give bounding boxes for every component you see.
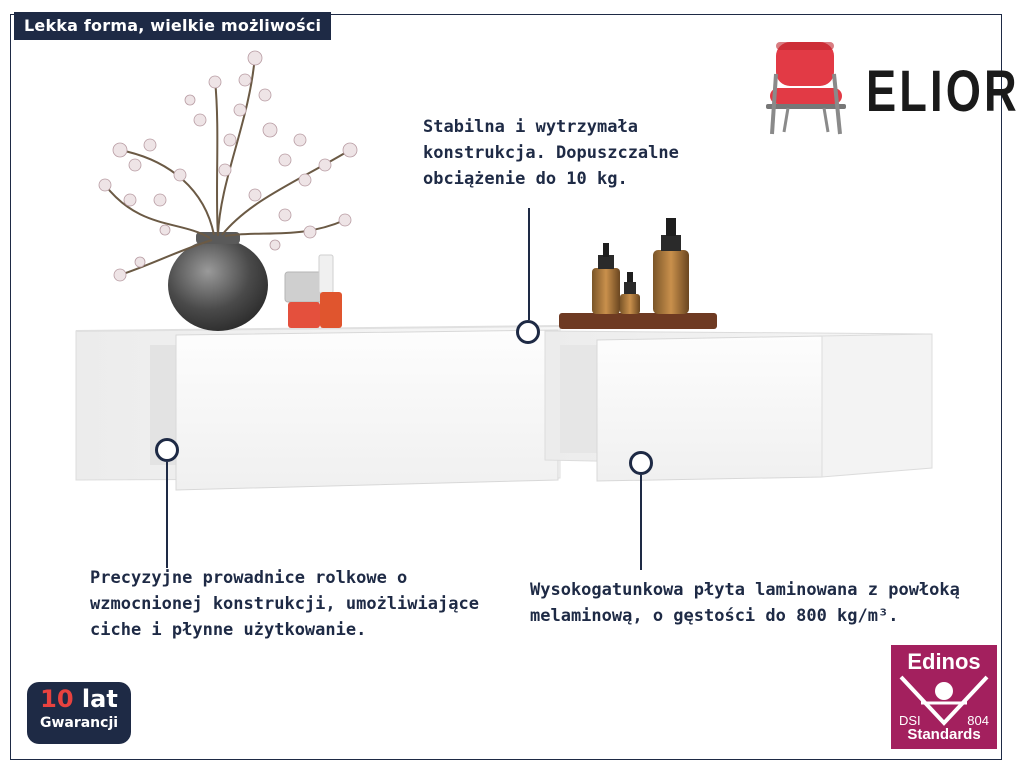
feature-rails-text: Precyzyjne prowadnice rolkowe o wzmocnio… [90,568,479,640]
cosmetics-jars [284,254,342,328]
headline-banner: Lekka forma, wielkie możliwości [14,12,332,40]
warranty-unit: lat [81,685,118,713]
brand-wordmark: ELIOR [866,59,1020,124]
feature-construction-text: Stabilna i wytrzymała konstrukcja. Dopus… [423,117,679,189]
certificate-label: Standards [907,726,981,743]
leader-line-top [528,208,530,320]
hotspot-top-surface [516,320,540,344]
certificate-code-right: 804 [967,713,989,728]
left-drawer-unit [75,325,561,491]
flower-vase [98,50,358,331]
warranty-badge: 10 lat Gwarancji [27,682,131,744]
certificate-brand: Edinos [907,649,981,674]
certificate-code-left: DSI [899,713,921,728]
brand-logo: ELIOR [762,38,1017,138]
feature-laminate-text: Wysokogatunkowa płyta laminowana z powło… [530,580,960,626]
hotspot-laminate-panel [629,451,653,475]
warranty-label: Gwarancji [39,715,119,731]
tray-with-bottles [559,218,717,329]
right-drawer-unit [544,330,933,482]
hotspot-drawer-rails [155,438,179,462]
warranty-years: 10 lat [27,685,131,713]
certificate-emblem-icon [899,675,989,726]
chair-icon [766,42,846,135]
certification-badge: Edinos DSI 804 Standards [891,645,997,749]
leader-line-right [640,475,642,570]
warranty-number: 10 [40,685,74,713]
leader-line-left [166,462,168,568]
